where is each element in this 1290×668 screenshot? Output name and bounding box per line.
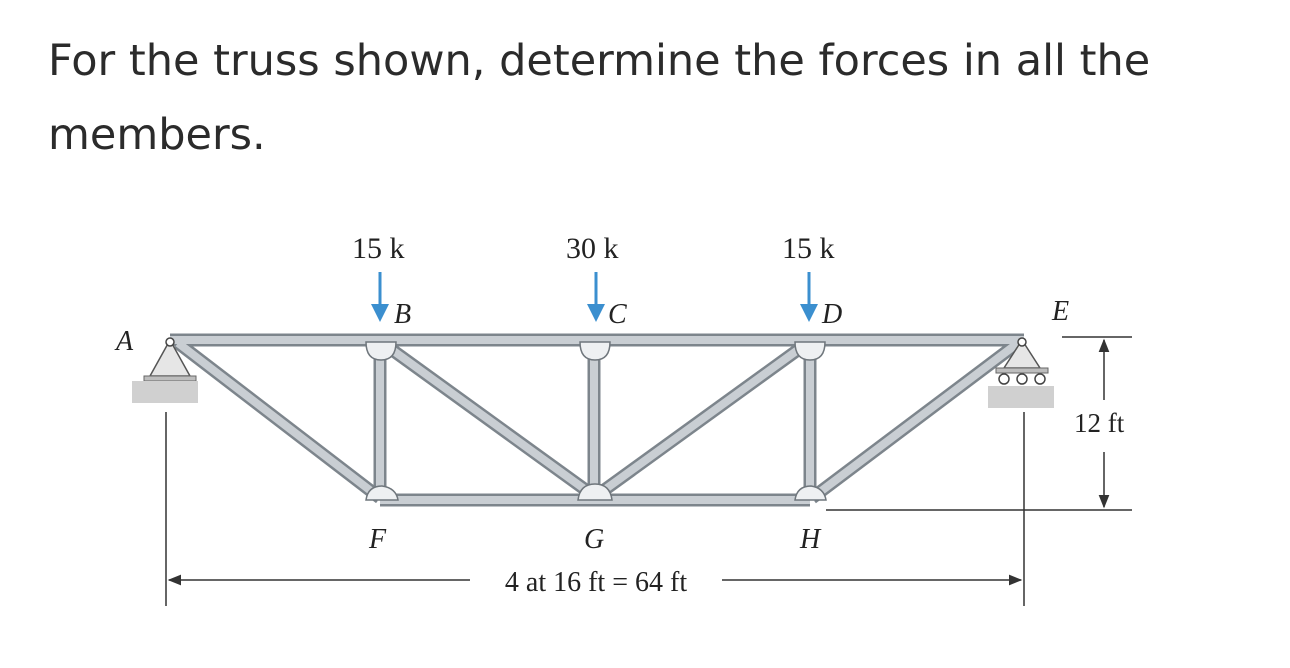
load-arrow-c [587, 272, 605, 322]
span-label: 4 at 16 ft = 64 ft [505, 567, 687, 598]
load-arrow-d [800, 272, 818, 322]
gusset-f [365, 485, 399, 501]
span-dimension [165, 412, 1025, 606]
joint-label-f: F [368, 524, 387, 555]
ground-e [988, 386, 1054, 408]
gusset-d [794, 341, 826, 361]
load-label-c: 30 k [566, 232, 619, 265]
pin-support-a [132, 337, 198, 403]
load-label-d: 15 k [782, 232, 835, 265]
height-label: 12 ft [1074, 408, 1125, 438]
load-label-b: 15 k [352, 232, 405, 265]
joint-label-h: H [799, 524, 822, 555]
gusset-b [365, 341, 397, 361]
load-arrow-b [371, 272, 389, 322]
joint-label-a: A [114, 326, 134, 357]
gusset-plates [365, 341, 827, 501]
joint-label-b: B [394, 299, 411, 330]
gusset-h [794, 485, 827, 501]
question-text: For the truss shown, determine the force… [48, 36, 1151, 160]
joint-label-c: C [608, 299, 627, 330]
gusset-g [577, 483, 613, 501]
load-arrows [371, 272, 818, 322]
joint-label-e: E [1051, 296, 1069, 327]
joint-label-d: D [821, 299, 842, 330]
joint-label-g: G [584, 524, 604, 555]
roller-support-e [988, 337, 1054, 408]
ground-a [132, 381, 198, 403]
truss-members [170, 333, 1024, 507]
height-dimension [826, 336, 1132, 511]
gusset-c [579, 341, 611, 361]
